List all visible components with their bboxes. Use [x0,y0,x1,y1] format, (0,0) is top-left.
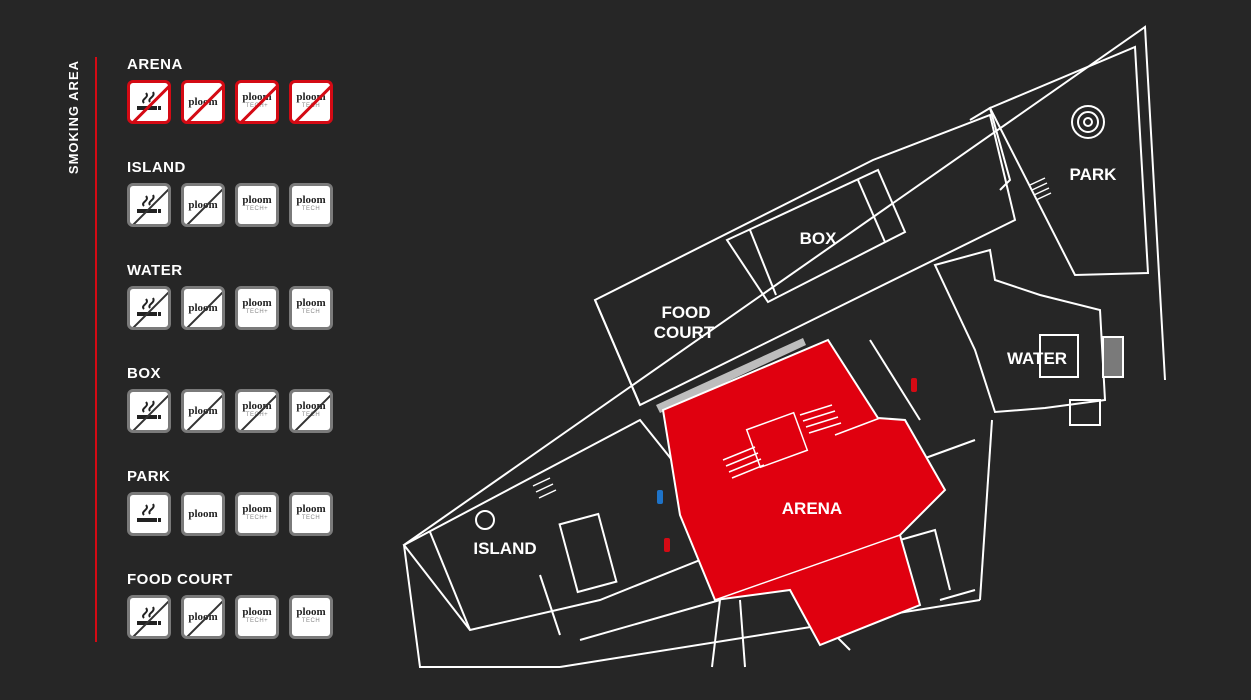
ploom-icon: ploom [181,286,225,330]
ploom-brand-text: ploom [296,606,326,618]
ploom-brand-text: ploom [242,297,272,309]
map-label-park: PARK [1070,165,1118,184]
cigarette-icon [127,286,171,330]
legend-zone-label: ISLAND [127,159,186,176]
restroom-female-icon [911,378,917,392]
ploom-icon: ploom [181,80,225,124]
legend-zone-label: ARENA [127,56,183,73]
ploom-variant-text: TECH [301,206,321,212]
ploom-variant-text: TECH+ [245,618,269,624]
ploom-brand-text: ploom [188,301,218,314]
arena-zone [661,338,947,647]
ploom-brand-text: ploom [242,91,272,103]
box-zone [725,168,907,304]
ploom-icon: ploom [181,183,225,227]
cigarette-icon [127,183,171,227]
ploom-brand-text: ploom [296,297,326,309]
restroom-male-icon [657,490,663,504]
ploom-brand-text: ploom [242,606,272,618]
park-zone [988,45,1150,277]
map-label-arena: ARENA [782,499,842,518]
map-label-water: WATER [1007,349,1067,368]
legend-zone-label: PARK [127,468,171,485]
ploom-brand-text: ploom [296,194,326,206]
cigarette-icon [127,389,171,433]
ploom-brand-text: ploom [188,404,218,417]
ploom-brand-text: ploom [242,503,272,515]
map-label-food-court-line2: COURT [654,323,715,342]
map-label-island: ISLAND [473,539,536,558]
map-label-box: BOX [800,229,838,248]
ploom-brand-text: ploom [296,503,326,515]
ploom-brand-text: ploom [188,610,218,623]
ploom-brand-text: ploom [188,198,218,211]
ploom-brand-text: ploom [242,400,272,412]
ploom-variant-text: TECH [301,618,321,624]
ploom-brand-text: ploom [188,95,218,108]
ploom-variant-text: TECH+ [245,309,269,315]
ploom-variant-text: TECH+ [245,515,269,521]
map-label-food-court-line1: FOOD [661,303,710,322]
ploom-brand-text: ploom [296,400,326,412]
cigarette-icon [127,595,171,639]
cigarette-icon [127,492,171,536]
ploom-variant-text: TECH [301,515,321,521]
building-outline [403,25,1166,546]
legend-zone-label: FOOD COURT [127,571,233,588]
ploom-brand-text: ploom [296,91,326,103]
legend-divider [95,57,97,642]
cigarette-icon [127,80,171,124]
ploom-variant-text: TECH [301,309,321,315]
ploom-variant-text: TECH+ [245,206,269,212]
ploom-icon: ploom [181,595,225,639]
ploom-brand-text: ploom [188,507,218,520]
legend-zone-label: BOX [127,365,162,382]
ploom-icon: ploom [181,389,225,433]
smoking-legend: ARENAploomploomTECH+ploomTECHISLANDploom… [127,56,333,674]
ploom-icon: ploom [181,492,225,536]
ploom-brand-text: ploom [242,194,272,206]
restroom-female-icon-2 [664,538,670,552]
island-zone [402,418,702,632]
legend-zone-label: WATER [127,262,183,279]
